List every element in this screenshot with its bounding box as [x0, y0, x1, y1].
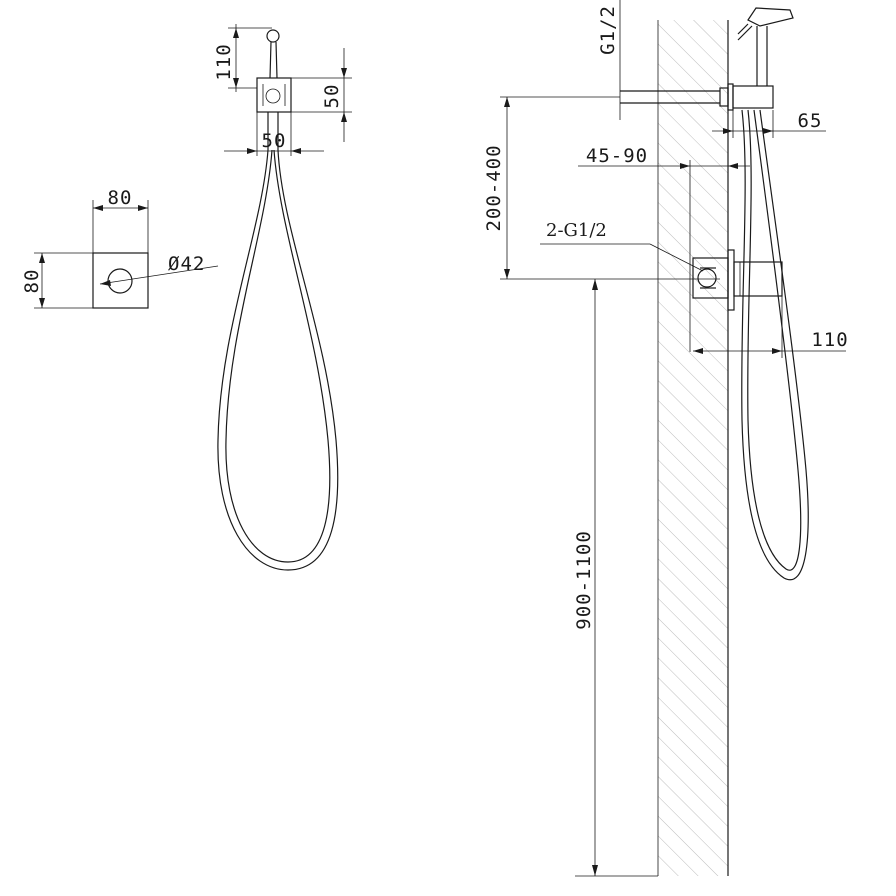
label-900-1100: 900-1100: [573, 530, 595, 630]
label-200-400: 200-400: [483, 144, 505, 231]
label-2g12: 2-G1/2: [546, 220, 607, 241]
handle-block: [733, 261, 783, 297]
escutcheon-view: 80 80 Ø42: [21, 187, 219, 309]
dim-80-height: 80: [21, 252, 93, 309]
hose-side: [741, 109, 809, 581]
label-65: 65: [798, 110, 823, 132]
spray-head: [266, 29, 280, 43]
hose: [217, 149, 339, 571]
side-section: G1/2 65 200-400: [483, 0, 848, 877]
label-110-side: 110: [811, 329, 848, 351]
dim-50-horizontal: 50: [224, 112, 324, 156]
escutcheon-plate: [92, 252, 149, 309]
dim-2g12: 2-G1/2: [540, 220, 704, 272]
dim-45-90: 45-90: [578, 145, 750, 352]
label-phi42: Ø42: [168, 253, 205, 275]
label-45-90: 45-90: [586, 145, 648, 167]
dim-phi42: Ø42: [99, 253, 219, 286]
dim-200-400: 200-400: [483, 96, 720, 280]
dim-80-width: 80: [92, 187, 149, 253]
label-110-top: 110: [213, 43, 235, 80]
dim-50-vertical: 50: [291, 48, 352, 142]
dim-110-side: 110: [693, 296, 848, 358]
dim-65: 65: [712, 110, 826, 138]
dim-110-vertical: 110: [213, 24, 272, 92]
label-g12-top: G1/2: [597, 5, 619, 55]
label-50-bottom: 50: [262, 130, 287, 152]
holder-block: [256, 77, 292, 113]
front-view: 110 50 50: [213, 24, 352, 571]
wall: [658, 20, 728, 876]
dim-900-1100: 900-1100: [573, 279, 658, 877]
label-50-right: 50: [321, 84, 343, 109]
label-80-height: 80: [21, 269, 43, 294]
label-80-width: 80: [108, 187, 133, 209]
wall-outlet-top: [732, 85, 774, 109]
